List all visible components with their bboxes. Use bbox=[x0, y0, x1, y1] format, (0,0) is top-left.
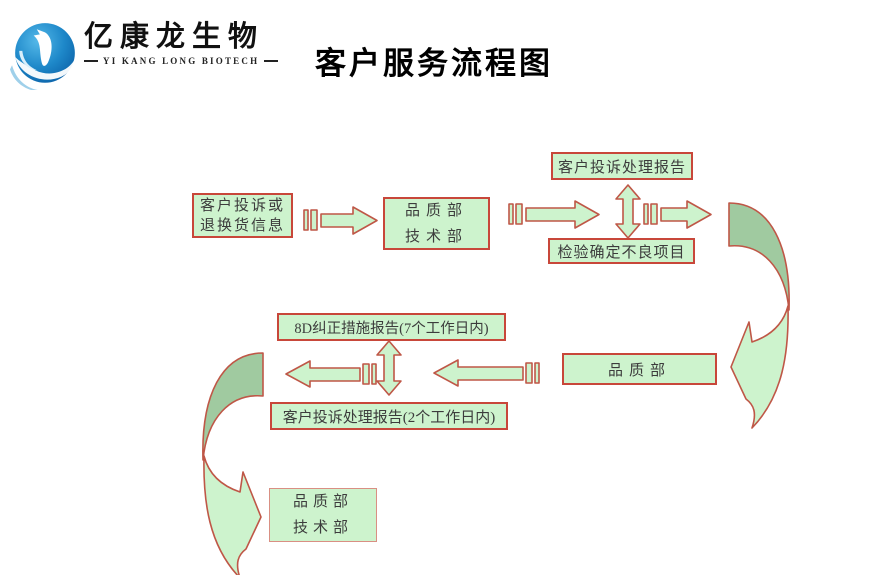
node-quality-dept: 品质部 bbox=[562, 353, 717, 385]
node-complaint-report: 客户投诉处理报告 bbox=[551, 152, 693, 180]
node-label: 品质部 bbox=[607, 362, 671, 379]
node-complaint-info: 客户投诉或 退换货信息 bbox=[192, 193, 293, 238]
node-label: 8D纠正措施报告(7个工作日内) bbox=[294, 320, 489, 337]
striped-right-arrow-2 bbox=[508, 200, 600, 229]
striped-right-arrow-3 bbox=[643, 200, 712, 229]
striped-left-arrow-2 bbox=[285, 360, 377, 388]
node-label: 品质部 bbox=[292, 494, 353, 510]
node-label: 检验确定不良项目 bbox=[557, 244, 686, 261]
node-label: 技术部 bbox=[292, 520, 353, 536]
node-label: 品质部 bbox=[404, 202, 468, 219]
striped-left-arrow-1 bbox=[433, 359, 540, 387]
curved-down-arrow-left bbox=[202, 352, 264, 575]
node-label: 客户投诉或 bbox=[199, 197, 285, 214]
logo: 亿康龙生物 YI KANG LONG BIOTECH bbox=[10, 14, 279, 90]
page-title: 客户服务流程图 bbox=[315, 46, 553, 81]
node-label: 客户投诉处理报告(2个工作日内) bbox=[282, 409, 496, 426]
logo-dragon-icon bbox=[10, 23, 76, 90]
curved-down-arrow-right bbox=[728, 202, 790, 429]
node-label: 技术部 bbox=[404, 228, 468, 245]
subtitle-right-dash bbox=[264, 60, 279, 62]
node-quality-tech-top: 品质部 技术部 bbox=[383, 197, 490, 250]
node-corrective-8d-report: 8D纠正措施报告(7个工作日内) bbox=[277, 313, 506, 341]
brand-subtitle: YI KANG LONG BIOTECH bbox=[84, 56, 279, 66]
subtitle-text: YI KANG LONG BIOTECH bbox=[103, 56, 260, 66]
vertical-double-arrow-1 bbox=[615, 184, 641, 239]
node-defect-check: 检验确定不良项目 bbox=[548, 238, 695, 264]
vertical-double-arrow-2 bbox=[376, 340, 402, 396]
striped-right-arrow-1 bbox=[303, 206, 378, 235]
subtitle-left-dash bbox=[84, 60, 98, 62]
node-label: 客户投诉处理报告 bbox=[557, 159, 686, 176]
node-label: 退换货信息 bbox=[199, 217, 285, 234]
node-quality-tech-bottom: 品质部 技术部 bbox=[269, 488, 377, 542]
brand-name: 亿康龙生物 bbox=[84, 21, 265, 53]
node-complaint-report-2d: 客户投诉处理报告(2个工作日内) bbox=[270, 402, 508, 430]
